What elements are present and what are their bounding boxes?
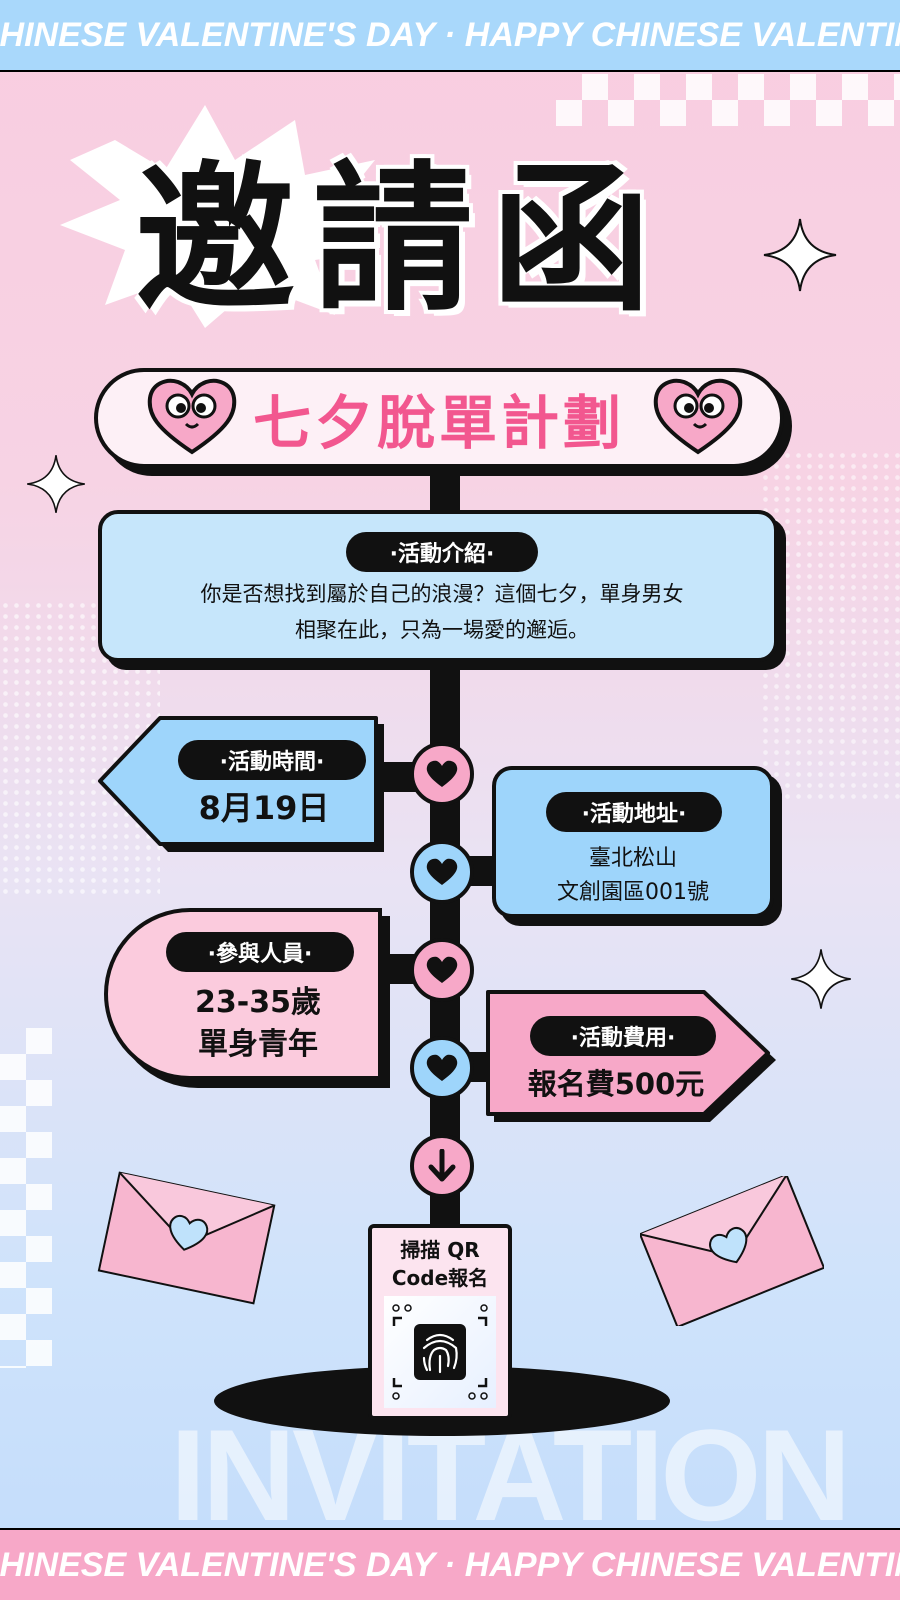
location-line-1: 臺北松山 [588,846,677,871]
top-banner: HAPPY CHINESE VALENTINE'S DAY · HAPPY CH… [0,0,900,72]
heart-face-icon [653,378,743,455]
sparkle-icon [791,949,851,1009]
qr-card[interactable]: 掃描 QR Code報名 [368,1224,512,1420]
subtitle: 七夕脫單計劃 [252,389,625,457]
envelope-icon [97,1171,276,1305]
timeline-node [410,742,474,806]
participants-text: 23-35歲 單身青年 [168,982,348,1066]
location-label: ·活動地址· [546,792,722,832]
arrow-down-icon [428,1149,456,1182]
time-card-shape [98,716,384,852]
timeline-node [410,840,474,904]
location-text: 臺北松山 文創園區001號 [496,842,770,910]
participants-label: ·參與人員· [166,932,354,972]
timeline-node [410,938,474,1002]
halftone-dots-right [760,450,900,800]
qr-label: 掃描 QR Code報名 [372,1236,508,1292]
fingerprint-icon [392,1304,488,1400]
qr-code-image[interactable] [384,1296,496,1408]
intro-line-1: 你是否想找到屬於自己的浪漫？這個七夕，單身男女 [200,582,684,606]
heart-icon [426,760,458,787]
bottom-banner: HAPPY CHINESE VALENTINE'S DAY · HAPPY CH… [0,1528,900,1600]
envelope-icon [640,1176,824,1326]
timeline-node [410,1134,474,1198]
participants-line-2: 單身青年 [198,1027,318,1062]
heart-face-icon [147,378,237,455]
sparkle-icon [27,455,85,513]
intro-card: ·活動介紹· 你是否想找到屬於自己的浪漫？這個七夕，單身男女 相聚在此，只為一場… [98,510,778,662]
intro-text: 你是否想找到屬於自己的浪漫？這個七夕，單身男女 相聚在此，只為一場愛的邂逅。 [132,576,752,648]
fee-card-shape [486,990,776,1122]
title-burst-shape [60,105,380,328]
intro-label: ·活動介紹· [346,532,538,572]
qr-label-line-2: Code報名 [391,1266,489,1290]
location-line-2: 文創園區001號 [557,880,709,905]
checker-pattern-top [556,74,900,126]
heart-icon [426,1054,458,1081]
time-label: ·活動時間· [178,740,366,780]
qr-label-line-1: 掃描 QR [400,1238,480,1262]
fee-value: 報名費500元 [527,1067,705,1101]
heart-icon [426,858,458,885]
page-title: 邀請函 [135,146,670,333]
timeline-node [410,1036,474,1100]
heart-icon [426,956,458,983]
checker-pattern-left [0,1028,52,1368]
fee-label: ·活動費用· [530,1016,716,1056]
time-value: 8月19日 [198,789,330,827]
sparkle-icon [763,218,837,292]
intro-line-2: 相聚在此，只為一場愛的邂逅。 [295,618,589,642]
participants-line-1: 23-35歲 [195,985,321,1020]
participants-card: ·參與人員· 23-35歲 單身青年 [104,908,382,1080]
location-card: ·活動地址· 臺北松山 文創園區001號 [492,766,774,918]
